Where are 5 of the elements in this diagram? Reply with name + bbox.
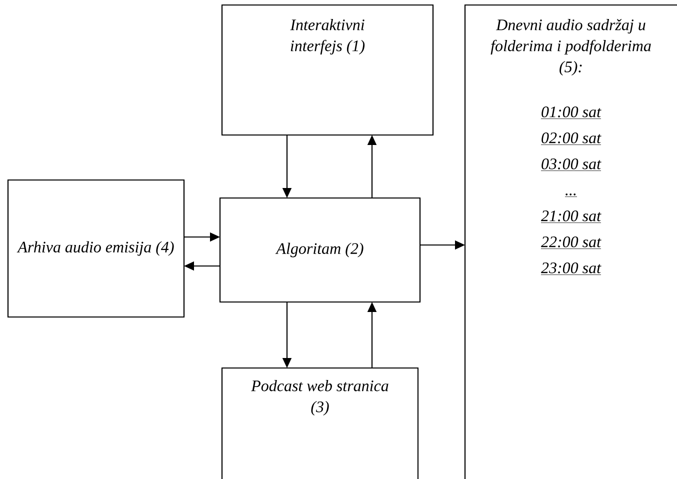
process-box: Interaktivni interfejs (1) [221, 4, 434, 136]
process-box: Podcast web stranica (3) [221, 367, 419, 479]
process-box: Algoritam (2) [219, 197, 421, 303]
process-box: Arhiva audio emisija (4) [7, 179, 185, 318]
folder-panel: Dnevni audio sadržaj u folderima i podfolderima (5): 01:00 sat 02:00 sat 03:00 sat ... 21:00 sat 22:00 sat 23:00 sat [464, 4, 677, 479]
